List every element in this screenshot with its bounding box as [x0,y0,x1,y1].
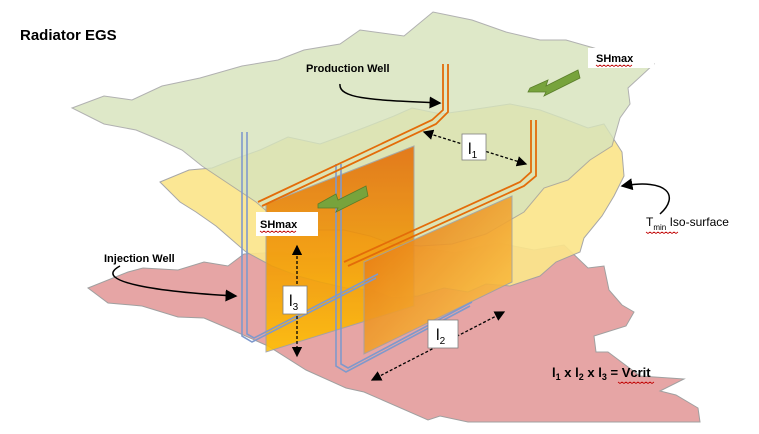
shmax-top-arrow [527,69,581,97]
formula-x1: x [561,365,575,380]
l3-l: l [289,293,293,310]
shmax-mid-arrow [317,185,369,213]
vcrit-formula: l1 x l2 x l3 = Vcrit [552,365,651,382]
formula-vcrit: Vcrit [622,365,652,380]
injection-well-label: Injection Well [104,253,175,265]
formula-s2: 2 [579,372,584,382]
shmax-top-label: SHmax [596,53,634,65]
iso-surface-text: Iso-surface [670,215,730,229]
formula-x2: x [584,365,598,380]
formula-s1: 1 [556,372,561,382]
tmin-leader [620,178,671,215]
tmin-spellcheck-underline [645,231,679,234]
l1-label-box [461,133,487,161]
shmax-top-label-box [588,48,654,68]
l2-subscript: 2 [440,336,446,347]
vcrit-spellcheck-underline [617,381,655,384]
production-well-label: Production Well [306,63,390,75]
injection-well-leader [112,265,238,302]
l3-label-box [282,285,308,315]
l1-l: l [468,141,472,158]
l3-label: l3 [289,293,299,313]
formula-l3: l [598,365,602,380]
production-well-pipes [257,64,537,267]
formula-eq: = [607,365,622,380]
tmin-subscript: min [653,223,666,232]
shmax-mid-spellcheck-underline [259,230,297,233]
shmax-mid-label: SHmax [260,219,298,231]
l3-subscript: 3 [293,302,299,313]
tmin-iso-surface-label: Tmin Iso-surface [646,215,729,232]
formula-l2: l [575,365,579,380]
l2-label: l2 [436,327,446,347]
l1-dimension-arrow [422,129,528,167]
formula-s3: 3 [602,372,607,382]
l1-label: l1 [468,141,478,161]
production-well-leader [339,83,442,109]
l2-l: l [436,327,440,344]
l1-subscript: 1 [472,150,478,161]
l2-label-box [427,319,459,349]
shmax-top-spellcheck-underline [595,64,633,67]
formula-l1: l [552,365,556,380]
diagram-title: Radiator EGS [20,27,117,44]
tmin-t: T [646,215,654,229]
